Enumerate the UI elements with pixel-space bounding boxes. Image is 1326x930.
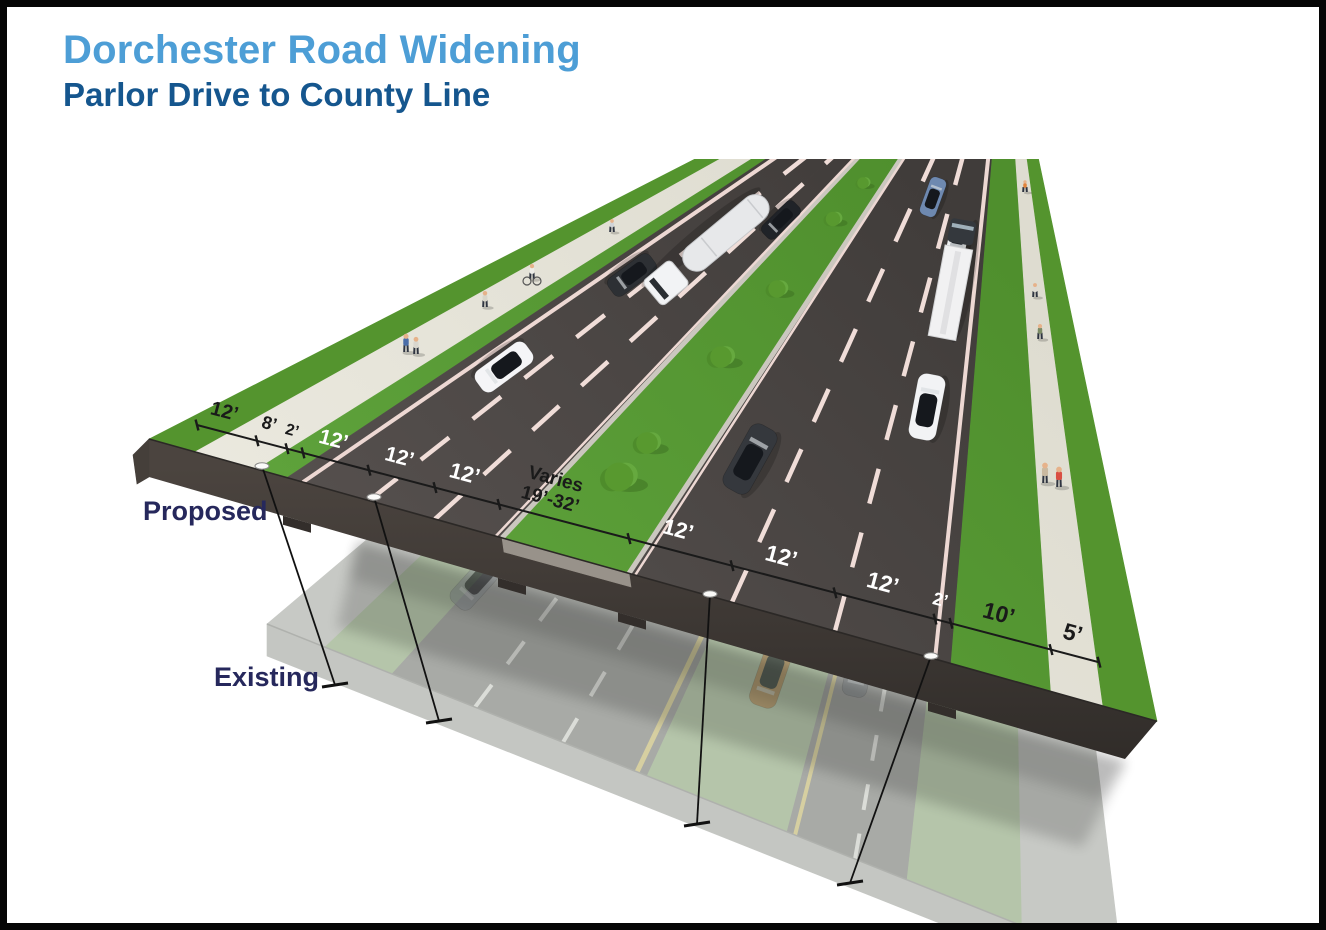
vehicle (471, 337, 534, 393)
dimension-tick (626, 532, 632, 545)
leader-line (683, 590, 718, 828)
pedestrian (402, 333, 416, 356)
lane-line (832, 159, 965, 632)
dimension-tick (366, 464, 372, 476)
dimension-tick (932, 613, 938, 625)
curb-notch (618, 612, 646, 630)
vehicle (641, 187, 770, 306)
dimension-tick (948, 617, 954, 630)
leader-foot (425, 717, 453, 725)
vehicle (919, 176, 949, 220)
pedestrian (1054, 466, 1070, 491)
dimension-line (196, 424, 1100, 664)
dimension-label: 2’ (283, 421, 300, 441)
proposed-label: Proposed (143, 496, 268, 526)
page-subtitle: Parlor Drive to County Line (63, 76, 491, 113)
lane-line (729, 159, 936, 604)
pedestrian (1040, 462, 1056, 487)
dimension-label: 8’ (260, 412, 280, 435)
dimension-tick (300, 447, 306, 459)
pedestrian (1037, 324, 1049, 342)
deck-left-chamfer (132, 438, 150, 485)
median-tree (765, 280, 795, 298)
edge-line (301, 159, 778, 484)
dimension-tick (432, 481, 438, 494)
dimension-tick (496, 498, 502, 511)
leader-foot (836, 879, 864, 887)
dimension-tick (194, 419, 200, 431)
curb-notch (283, 515, 311, 533)
road-widening-illustration: 12’8’2’12’12’12’Varies19’-32’12’12’12’2’… (132, 159, 1158, 923)
leader-line (254, 462, 349, 689)
dimension-tick (1096, 656, 1102, 668)
leader-line (836, 652, 939, 887)
leader-foot (683, 820, 711, 828)
leader-foot (321, 681, 349, 689)
page-title: Dorchester Road Widening (63, 28, 581, 72)
pedestrian (1032, 283, 1043, 300)
curb-notch (498, 577, 526, 595)
leader-marker (254, 462, 270, 470)
vehicle (604, 250, 657, 297)
deck-face (149, 439, 1157, 759)
edge-line (933, 159, 991, 660)
dimension-label: 2’ (931, 588, 951, 611)
median-tree (706, 346, 743, 369)
dimension-tick (284, 442, 290, 455)
pedestrian (412, 336, 426, 357)
leader-line (366, 493, 453, 725)
deck-shadow (351, 540, 1125, 799)
median-tree (823, 211, 848, 227)
median-curb (500, 159, 860, 540)
median-tree (600, 462, 648, 492)
page-header: Dorchester Road Widening Parlor Drive to… (63, 27, 581, 113)
proposed-road-group (132, 159, 1158, 759)
leader-marker (366, 493, 382, 501)
leader-marker (702, 590, 718, 598)
existing-label: Existing (214, 662, 320, 692)
pedestrian (609, 219, 620, 235)
dimension-tick (1048, 643, 1054, 656)
dimension-tick (254, 435, 260, 447)
vehicle (758, 197, 801, 240)
lane-line (433, 159, 834, 521)
pedestrian (522, 264, 542, 286)
pedestrian (1022, 180, 1033, 195)
vehicle (722, 423, 782, 499)
vehicle (927, 218, 980, 343)
dimension-tick (832, 587, 838, 599)
leader-marker (923, 652, 939, 660)
dimension-tick (729, 560, 735, 572)
median-tree (632, 432, 669, 455)
pedestrian (482, 290, 494, 310)
curb-notch (928, 702, 956, 720)
median-tree (855, 177, 875, 189)
vehicle (908, 373, 950, 443)
median-curb (626, 159, 904, 575)
